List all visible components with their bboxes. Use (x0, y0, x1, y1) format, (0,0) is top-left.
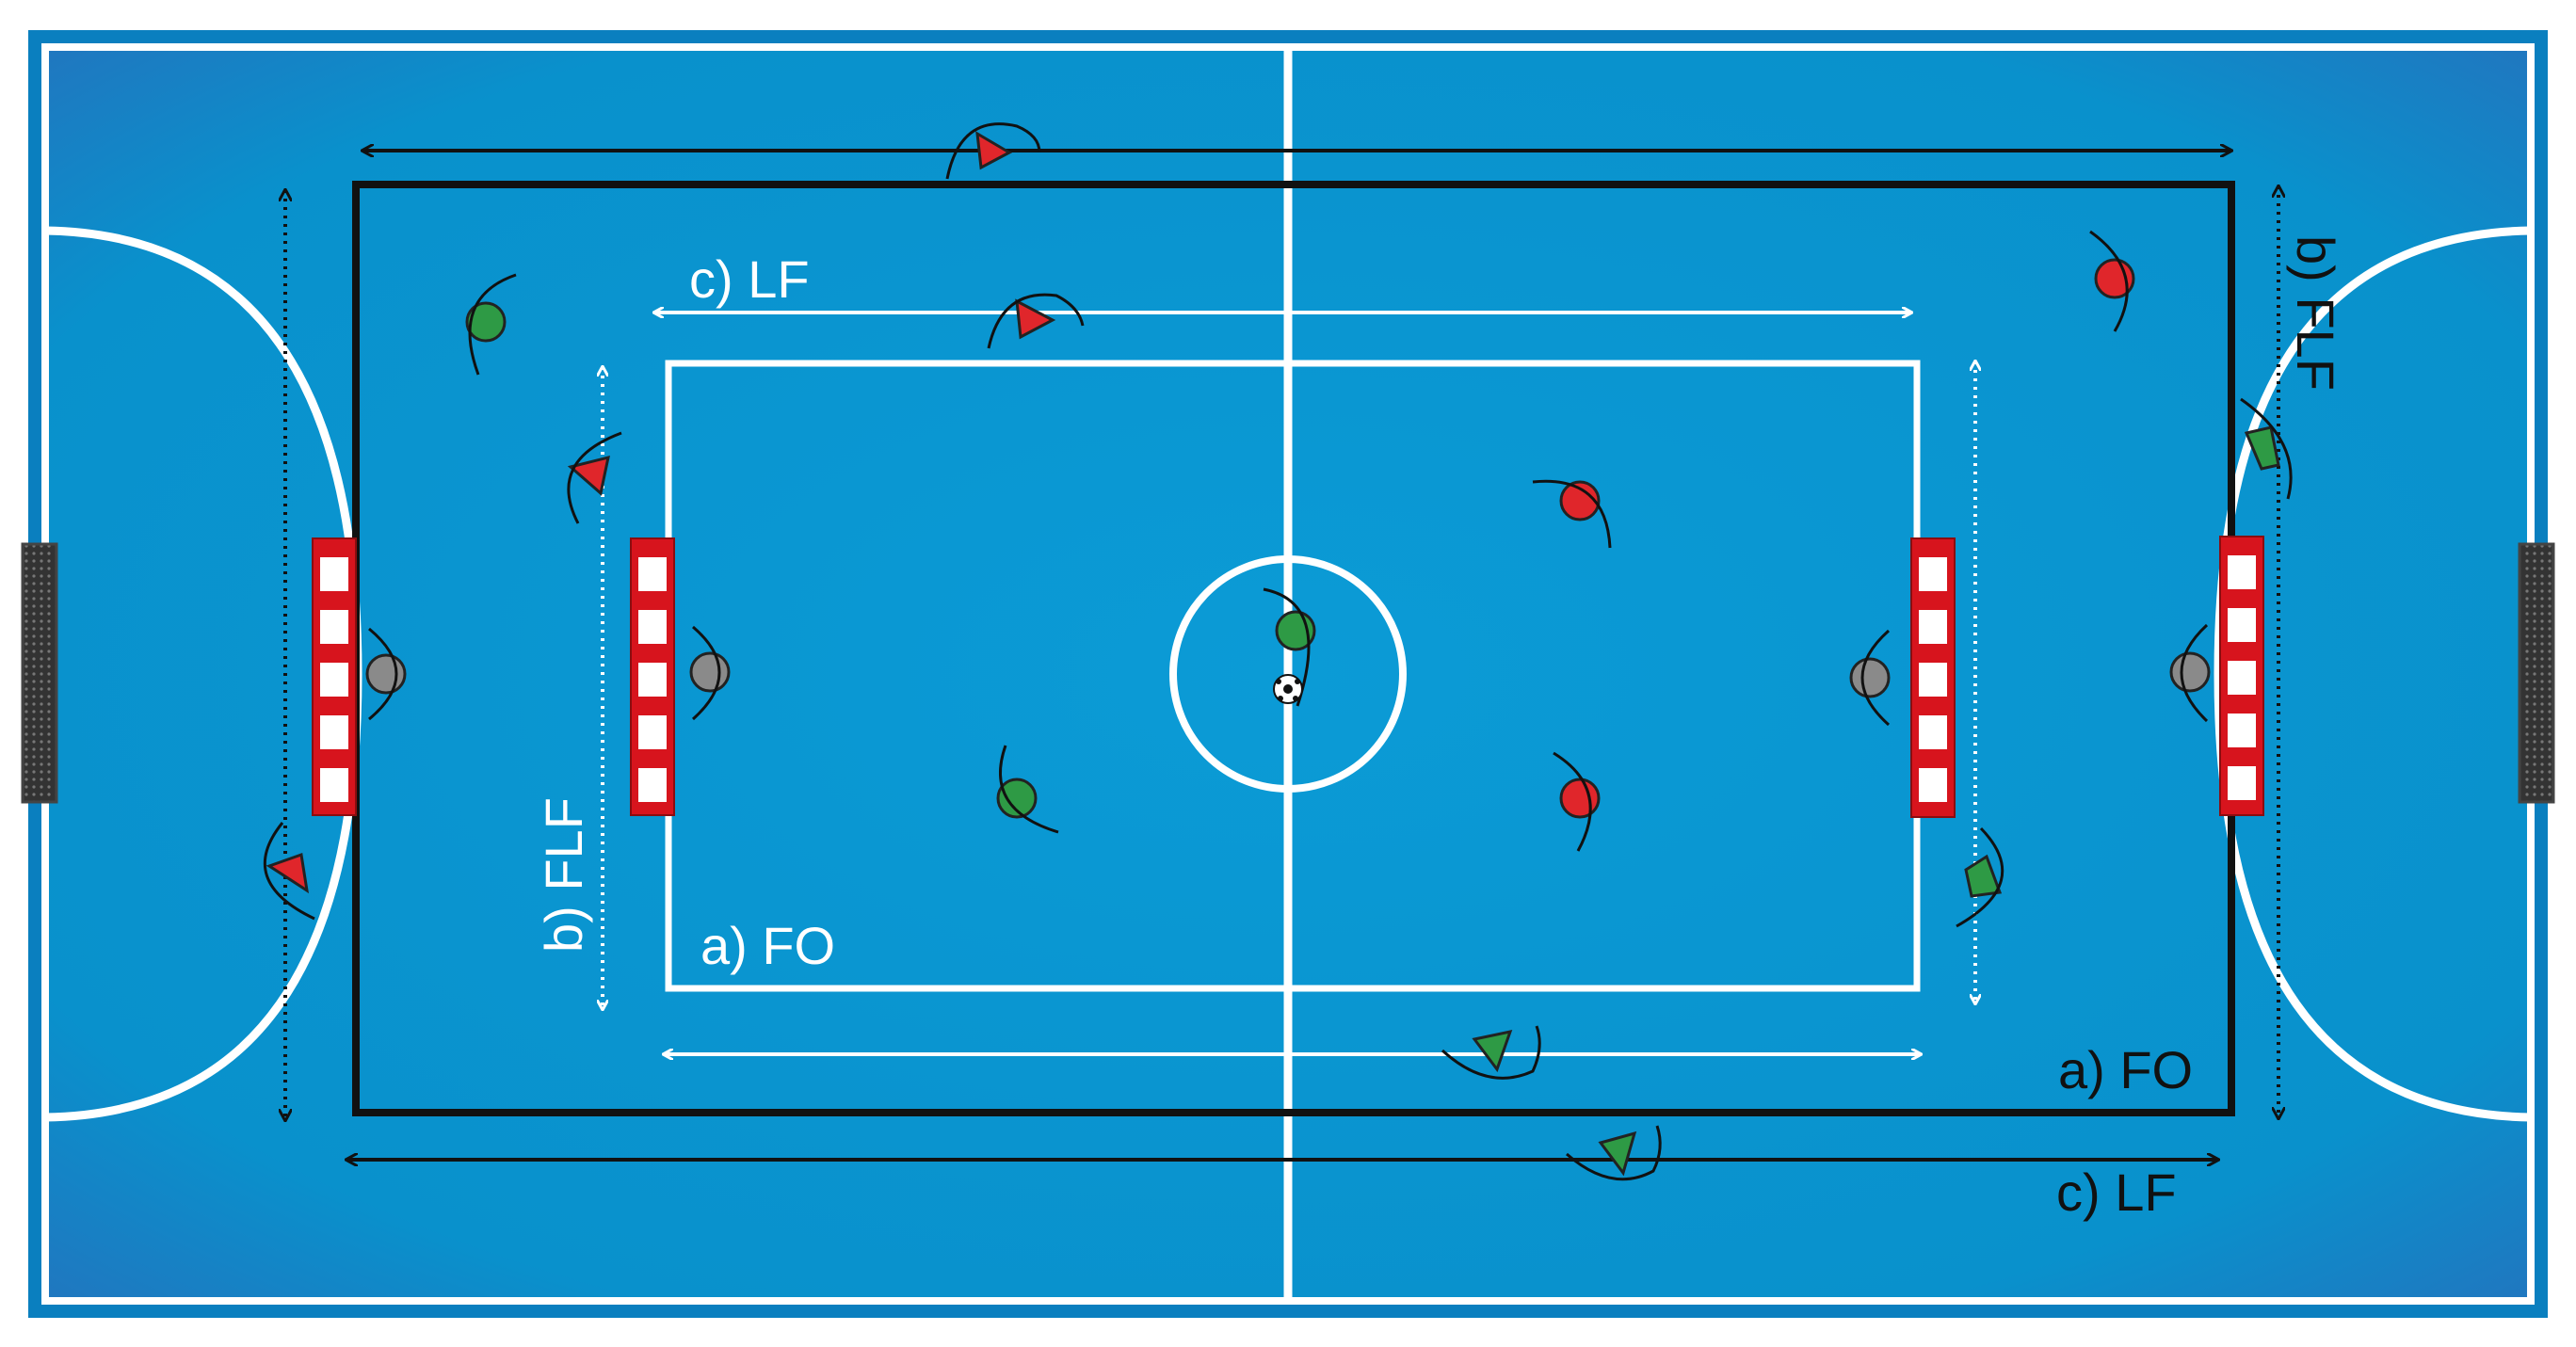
green-player-1 (465, 273, 517, 376)
red-triangle-player-3 (567, 431, 622, 524)
mini-goal-outer-right (2219, 536, 2264, 816)
red-player-2 (1532, 479, 1612, 549)
goalkeeper-2 (689, 625, 731, 721)
green-player-3 (996, 745, 1059, 834)
goalkeeper-3 (1849, 629, 1891, 727)
outer-flf-label: b) FLF (2286, 235, 2345, 391)
green-triangle-player-4 (1566, 1125, 1662, 1181)
red-triangle-player-4 (263, 822, 315, 921)
outer-lf-label: c) LF (2056, 1163, 2177, 1222)
penalty-arc-right (2214, 226, 2532, 1122)
goal-left-icon (21, 542, 58, 804)
green-triangle-player-2 (1956, 826, 2004, 928)
goalkeeper-4 (2169, 623, 2211, 723)
inner-fo-label: a) FO (700, 916, 835, 975)
green-triangle-player-3 (1441, 1025, 1541, 1080)
center-circle (1169, 555, 1407, 793)
mini-goal-inner-left (630, 537, 675, 816)
mini-goal-outer-left (312, 537, 357, 816)
red-player-1 (2089, 230, 2135, 332)
red-triangle-player-2 (987, 293, 1085, 349)
soccer-ball-icon (1273, 674, 1303, 704)
red-player-3 (1553, 751, 1601, 852)
inner-flf-label: b) FLF (534, 797, 593, 953)
goalkeeper-1 (365, 627, 407, 721)
mini-goal-inner-right (1910, 537, 1956, 818)
goal-right-icon (2518, 542, 2555, 804)
inner-lf-label: c) LF (689, 249, 810, 309)
red-triangle-player-1 (945, 122, 1041, 180)
green-player-2 (1263, 587, 1316, 707)
green-triangle-player-1 (2240, 397, 2293, 500)
outer-fo-label: a) FO (2058, 1040, 2193, 1099)
